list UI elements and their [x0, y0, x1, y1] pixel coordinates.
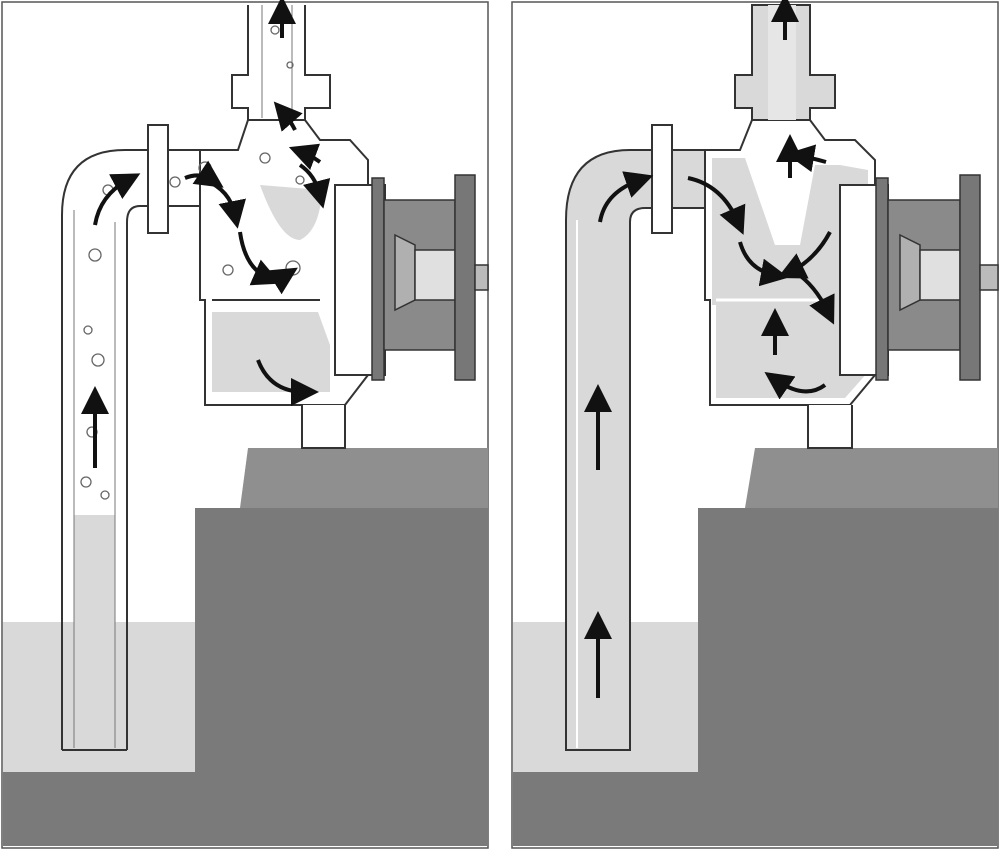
- pump-foot: [301, 405, 346, 449]
- flow-arrows: [584, 0, 835, 698]
- bearing-housing: [334, 174, 489, 381]
- pipe-water-column: [74, 515, 115, 748]
- pipe-flange: [651, 124, 673, 234]
- suction-pipe: [61, 149, 205, 750]
- panel-priming-stage: [1, 0, 489, 849]
- bearing-housing: [839, 174, 999, 381]
- panel-primed-stage: [511, 0, 999, 849]
- flow-arrows: [81, 0, 331, 468]
- casing-water: [212, 312, 330, 392]
- pump-foot: [807, 405, 853, 449]
- pipe-flange: [147, 124, 169, 234]
- suction-pipe-inner-wall: [126, 205, 200, 750]
- discharge-pipe: [231, 5, 331, 120]
- pump-base: [240, 448, 488, 508]
- concrete-structure: [3, 508, 488, 846]
- concrete-structure: [513, 508, 998, 846]
- pump-base: [745, 448, 998, 508]
